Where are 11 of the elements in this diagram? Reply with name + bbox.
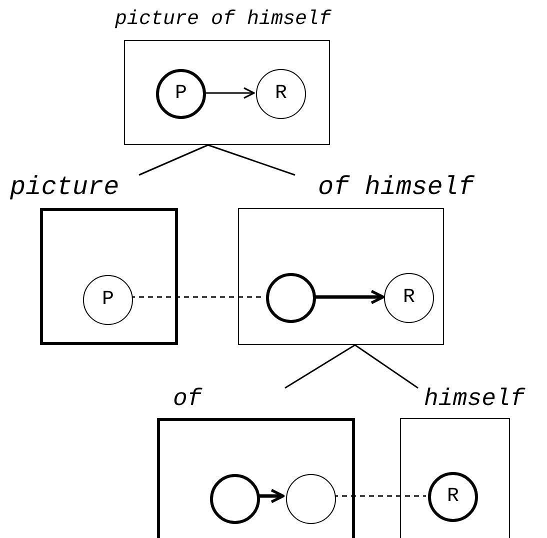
node-heading: picture of himself (115, 8, 332, 32)
node-heading: picture (10, 175, 120, 199)
arrow (205, 87, 255, 99)
node-heading: himself (424, 388, 525, 412)
tree-line (208, 144, 296, 176)
tree-line (284, 344, 356, 389)
tree-line (354, 344, 418, 389)
tree-line (138, 144, 208, 176)
arrow (315, 290, 385, 304)
node-heading: of himself (318, 175, 474, 199)
node-heading: of (173, 388, 202, 412)
